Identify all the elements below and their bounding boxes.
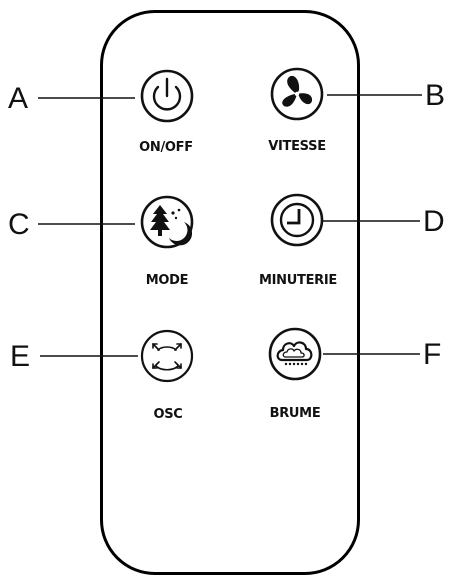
mode-label: MODE [145,273,189,288]
oscillation-icon [152,343,182,371]
mist-label: BRUME [269,406,321,421]
callout-letter-a: A [8,82,29,115]
callout-letter-c: C [8,208,30,241]
timer-label: MINUTERIE [259,273,337,288]
tree-moon-icon [150,205,193,246]
power-icon [152,77,182,111]
callout-letter-b: B [425,79,446,112]
timer-button[interactable] [270,193,324,247]
fan-button[interactable] [270,67,324,121]
clock-icon [279,202,315,238]
oscillation-button[interactable] [140,329,194,383]
fan-icon [282,75,313,107]
callout-letter-f: F [423,338,442,371]
callout-letter-d: D [423,205,445,238]
power-button[interactable] [140,69,194,123]
speed-label: VITESSE [268,139,326,154]
oscillation-label: OSC [153,407,183,422]
power-label: ON/OFF [139,140,193,155]
mist-cloud-icon [276,341,313,366]
mode-button[interactable] [140,195,194,249]
mist-button[interactable] [268,327,322,381]
callout-letter-e: E [10,340,31,373]
